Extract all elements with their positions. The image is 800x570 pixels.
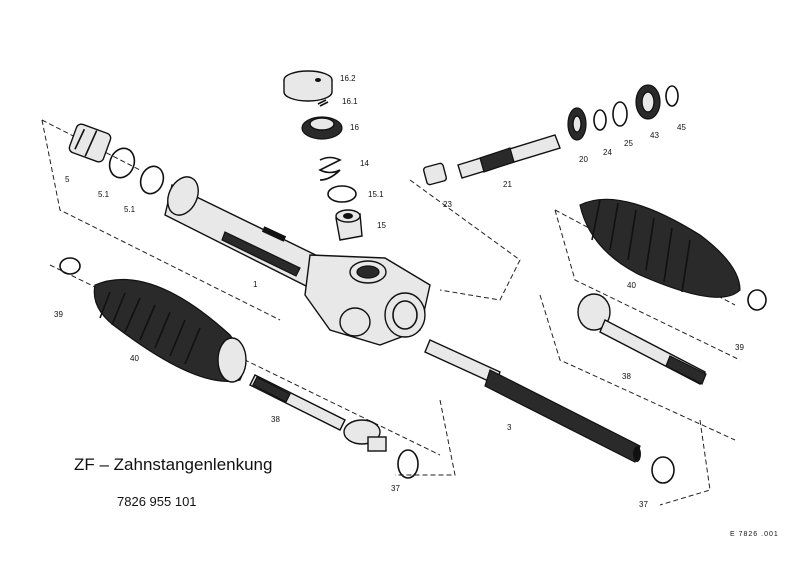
part-washer-37-right [651, 456, 675, 484]
part-nut-23 [422, 162, 448, 186]
part-boot-40-right [579, 198, 741, 298]
part-bearing-20 [567, 107, 587, 141]
callout-38-right: 38 [622, 372, 631, 381]
callout-43: 43 [650, 131, 659, 140]
callout-5: 5 [65, 175, 70, 184]
callout-14: 14 [360, 159, 369, 168]
callout-labels: 5 5.1 5.1 1 16.2 16.1 16 14 15.1 15 23 2… [54, 74, 744, 509]
part-rack-3 [424, 339, 641, 463]
diagram-title: ZF – Zahnstangenlenkung [74, 455, 273, 474]
callout-45: 45 [677, 123, 686, 132]
part-cap-16-2 [283, 70, 333, 102]
part-ring-5-1-b [139, 165, 165, 195]
callout-15: 15 [377, 221, 386, 230]
part-number: 7826 955 101 [117, 494, 197, 509]
part-ring-25 [612, 101, 628, 127]
callout-15-1: 15.1 [368, 190, 384, 199]
callout-23: 23 [443, 200, 452, 209]
part-clamp-39-left [59, 257, 81, 275]
callout-38-left: 38 [271, 415, 280, 424]
callout-25: 25 [624, 139, 633, 148]
callout-37-left: 37 [391, 484, 400, 493]
part-tie-rod-38-right [577, 293, 707, 385]
callout-1: 1 [253, 280, 258, 289]
part-bushing-15 [335, 209, 363, 241]
callout-16-1: 16.1 [342, 97, 358, 106]
part-ring-24 [593, 109, 607, 131]
callout-3: 3 [507, 423, 512, 432]
drawing-reference: E 7826 .001 [730, 531, 779, 538]
part-housing-1 [164, 176, 431, 346]
part-gear-16 [301, 116, 343, 140]
callout-40-right: 40 [627, 281, 636, 290]
part-ring-5-1-a [108, 147, 136, 179]
part-ring-45 [665, 85, 679, 107]
part-tie-rod-38-left [249, 374, 387, 452]
part-clamp-39-right [747, 289, 767, 311]
callout-37-right: 37 [639, 500, 648, 509]
callout-39-left: 39 [54, 310, 63, 319]
callout-5-1-a: 5.1 [98, 190, 110, 199]
callout-24: 24 [603, 148, 612, 157]
part-cap-43 [635, 84, 661, 120]
part-boot-40-left [93, 278, 247, 383]
part-spring-pin-16-1 [317, 99, 329, 107]
callout-21: 21 [503, 180, 512, 189]
callout-16-2: 16.2 [340, 74, 356, 83]
callout-40-left: 40 [130, 354, 139, 363]
callout-16: 16 [350, 123, 359, 132]
part-pinion-21 [457, 134, 561, 179]
callout-5-1-b: 5.1 [124, 205, 136, 214]
part-nut-5 [68, 123, 112, 163]
part-spring-14 [318, 156, 342, 181]
part-washer-15-1 [327, 185, 357, 203]
callout-20: 20 [579, 155, 588, 164]
part-washer-37-left [397, 449, 419, 479]
callout-39-right: 39 [735, 343, 744, 352]
